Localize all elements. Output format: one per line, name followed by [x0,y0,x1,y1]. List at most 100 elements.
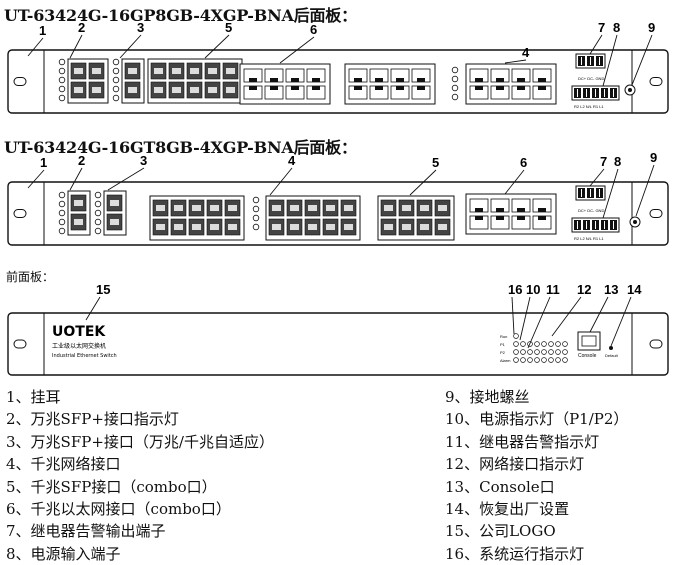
rj45-latch [291,86,299,90]
rj45-latch [396,86,404,90]
sfp-cage [226,68,235,74]
status-led [548,357,554,363]
legend-item: 15、公司LOGO [445,522,556,541]
rear-panel-2-title: UT-63424G-16GT8GB-4XGP-BNA后面板： [4,138,357,157]
status-led [562,349,568,355]
status-led [451,84,459,92]
sfp-cage [420,224,429,230]
sfp-cage [110,219,119,225]
rj45-latch [396,78,404,82]
sfp-cage [128,68,137,74]
default-label: Default [605,353,619,358]
sfp-cage [344,205,353,211]
rj45-latch [475,216,483,220]
ear-mounting-hole [649,209,663,218]
ground-screw-center [633,220,637,224]
led-row-label: P1 [500,342,506,347]
rj45-latch [517,78,525,82]
callout-leader [610,296,632,347]
sfp-cage [110,200,119,206]
status-led [58,94,66,102]
ear-mounting-hole [649,77,663,86]
callout-leader [269,167,293,196]
callout-leader [107,167,145,191]
status-led [548,341,554,347]
callout-number: 12 [577,282,591,297]
rj45-latch [249,78,257,82]
status-led [555,357,561,363]
sfp-cage [208,87,217,93]
rj45-latch [496,216,504,220]
callout-leader [27,169,45,189]
sfp-cage [208,68,217,74]
sfp-cage [438,205,447,211]
sfp-cage [154,68,163,74]
callout-number: 6 [310,22,317,37]
status-led [451,75,459,83]
legend-item: 2、万兆SFP+接口指示灯 [6,410,179,429]
status-led [541,341,547,347]
status-led [58,85,66,93]
status-led [58,227,66,235]
status-led [520,357,526,363]
sfp-cage [402,205,411,211]
status-led [555,341,561,347]
status-led [252,223,260,231]
sfp-cage [308,205,317,211]
status-led [112,85,120,93]
front-panel-label: 前面板： [6,270,55,284]
callout-number: 7 [600,154,607,169]
callout-number: 9 [650,150,657,165]
callout-number: 2 [78,20,85,35]
sfp-cage [272,224,281,230]
callout-leader [589,296,609,333]
sfp-cage [228,224,237,230]
callout-leader [69,34,83,59]
ear-mounting-hole [13,77,27,86]
sfp-cage [172,68,181,74]
status-led [513,341,519,347]
callout-number: 14 [627,282,642,297]
ear-mounting-hole [13,339,27,349]
status-led [520,341,526,347]
callout-leader [527,296,551,349]
sfp-cage [128,87,137,93]
company-logo: UOTEK [52,324,106,340]
callout-number: 15 [96,282,110,297]
rj45-latch [270,86,278,90]
legend-item: 9、接地螺丝 [445,388,530,406]
callout-number: 13 [604,282,618,297]
callout-number: 11 [546,282,560,297]
rj45-latch [517,216,525,220]
rj45-latch [517,208,525,212]
status-led [252,196,260,204]
console-port-jack [581,335,597,347]
callout-leader [27,37,44,57]
rj45-latch [538,216,546,220]
rj45-latch [312,86,320,90]
callout-leader [602,34,618,87]
status-led [548,349,554,355]
callout-number: 9 [648,20,655,35]
callout-leader [519,296,531,341]
rj45-latch [375,78,383,82]
rj45-latch [475,78,483,82]
status-led [451,66,459,74]
sfp-cage [92,68,101,74]
status-led [94,191,102,199]
ear-mounting-hole [13,209,27,218]
rj45-latch [417,86,425,90]
callout-number: 5 [432,155,439,170]
callout-leader [119,34,142,59]
sfp-cage [384,224,393,230]
callout-leader [631,34,653,86]
rj45-latch [354,86,362,90]
legend-item: 12、网络接口指示灯 [445,455,585,474]
rj45-latch [417,78,425,82]
sfp-cage [226,87,235,93]
status-led [112,94,120,102]
sfp-cage [192,224,201,230]
callout-leader [511,296,515,335]
status-led [527,357,533,363]
